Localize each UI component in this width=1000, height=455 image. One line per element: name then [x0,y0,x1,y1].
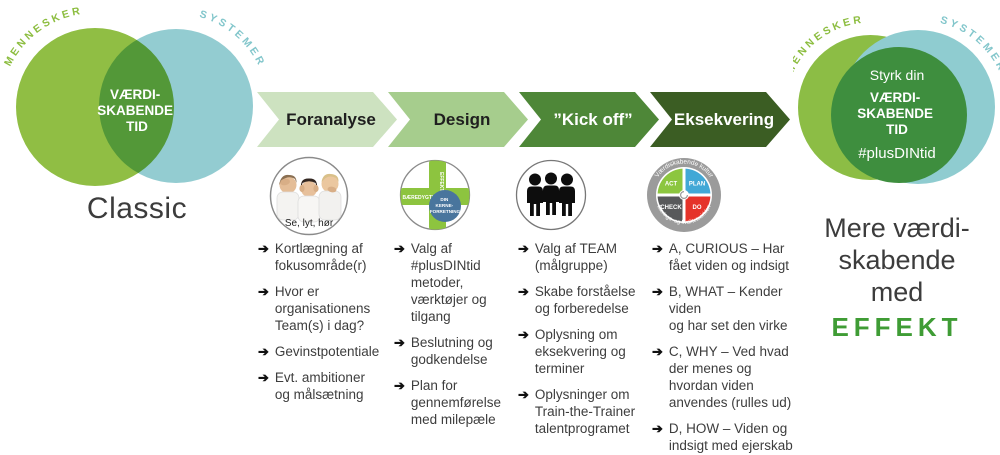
observe-caption: Se, lyt, hør [285,218,334,229]
three-people-photo: Se, lyt, hør [276,173,342,229]
three-person-silhouettes [527,172,575,216]
see-listen-hear-icon: Se, lyt, hør [269,156,349,236]
pdca-do-label: DO [693,205,702,211]
venn-diagram-plusdintid: MENNESKER SYSTEMER Styrk din VÆRDI- SKAB… [793,16,1000,184]
pdca-check-label: CHECK [660,205,682,211]
pdca-do-quadrant [685,196,711,222]
pdca-cycle-icon: ACT PLAN CHECK DO Værdiskabende kultur L… [647,158,721,232]
venn-diagram-classic: MENNESKER SYSTEMER VÆRDI- SKABENDE TID [2,5,265,186]
arrow-bullet-icon: ➔ [258,344,269,359]
list-item: ➔Gevinstpotentiale [258,344,380,359]
list-item: ➔C, WHY – Ved hvad der menes og hvordan … [652,344,792,410]
list-item: ➔Skabe forståelse og forberedelse [518,284,636,316]
pdca-plan-quadrant [685,168,711,194]
classic-caption: Classic [86,192,188,225]
list-item: ➔A, CURIOUS – Har fået viden og indsigt [652,241,789,273]
pdca-act-label: ACT [665,182,678,188]
list-item: ➔Valg af TEAM (målgruppe) [518,241,617,273]
stage-title: ”Kick off” [553,110,633,129]
stage-arrow-kickoff: ”Kick off” [519,92,659,147]
kickoff-bullet-list: ➔Valg af TEAM (målgruppe) ➔Skabe forståe… [518,240,652,446]
result-caption: Mere værdi- skabende med EFFEKT [790,212,1000,343]
systems-circle [99,29,253,183]
list-item: ➔D, HOW – Viden og indsigt med ejerskab … [652,420,802,455]
pdca-act-quadrant [657,168,683,194]
list-item: ➔Plan for gennemførelse med milepæle [394,378,501,427]
stage-arrow-eksekvering: Eksekvering [650,92,790,147]
stage-title: Design [433,110,491,129]
caption-line: skabende [838,245,956,275]
overlap-intro: Styrk din [870,67,924,83]
arrow-bullet-icon: ➔ [652,344,663,359]
design-bullet-list: ➔Valg af #plusDINtid metoder, værktøjer … [394,240,501,437]
list-item: ➔Valg af #plusDINtid metoder, værktøjer … [394,241,487,324]
eksekvering-bullet-list: ➔A, CURIOUS – Har fået viden og indsigt … [652,240,802,455]
effekt-accent-label: EFFEKT [831,312,963,342]
overlap-title: VÆRDI- SKABENDE TID [857,90,937,137]
arrow-bullet-icon: ➔ [652,284,663,299]
list-item: ➔Oplysning om eksekvering og terminer [518,327,626,376]
arrow-bullet-icon: ➔ [394,378,405,393]
plus-arm-horizontal-label: BÆREDYGTIGT [403,195,441,201]
caption-line: Mere værdi- [824,213,970,243]
arrow-bullet-icon: ➔ [394,241,405,256]
list-item: ➔B, WHAT – Kender viden og har set den v… [652,284,788,333]
team-icon [515,159,587,231]
overlap-title: VÆRDI- SKABENDE TID [97,87,177,134]
list-item: ➔Beslutning og godkendelse [394,335,493,367]
stage-title: Eksekvering [673,110,775,129]
caption-line: med [870,277,924,307]
list-item: ➔Kortlægning af fokusområde(r) [258,241,367,273]
arrow-bullet-icon: ➔ [518,327,529,342]
list-item: ➔Oplysninger om Train-the-Trainer talent… [518,387,636,436]
list-item: ➔Hvor er organisationens Team(s) i dag? [258,284,371,333]
arrow-bullet-icon: ➔ [518,241,529,256]
plus-arm-vertical-label: EFFEKTIVT [438,172,444,199]
arrow-bullet-icon: ➔ [258,241,269,256]
overlap-circle [831,47,967,183]
arrow-bullet-icon: ➔ [394,335,405,350]
stage-arrow-foranalyse: Foranalyse [257,92,397,147]
arrow-bullet-icon: ➔ [518,284,529,299]
core-business-label: DIN KERNE- FORRETNING [430,197,461,214]
stage-title: Foranalyse [286,110,376,129]
foranalyse-bullet-list: ➔Kortlægning af fokusområde(r) ➔Hvor er … [258,240,380,412]
arrow-bullet-icon: ➔ [652,421,663,436]
arrow-bullet-icon: ➔ [258,284,269,299]
pdca-check-quadrant [657,196,683,222]
plus-logo-icon: BÆREDYGTIGT EFFEKTIVT DIN KERNE- FORRETN… [399,159,471,231]
hashtag-label: #plusDINtid [858,145,936,162]
pdca-plan-label: PLAN [689,182,705,188]
arrow-bullet-icon: ➔ [258,370,269,385]
arrow-bullet-icon: ➔ [518,387,529,402]
list-item: ➔Evt. ambitioner og målsætning [258,370,365,402]
core-business-circle [429,190,461,222]
arrow-bullet-icon: ➔ [652,241,663,256]
stage-arrow-design: Design [388,92,528,147]
